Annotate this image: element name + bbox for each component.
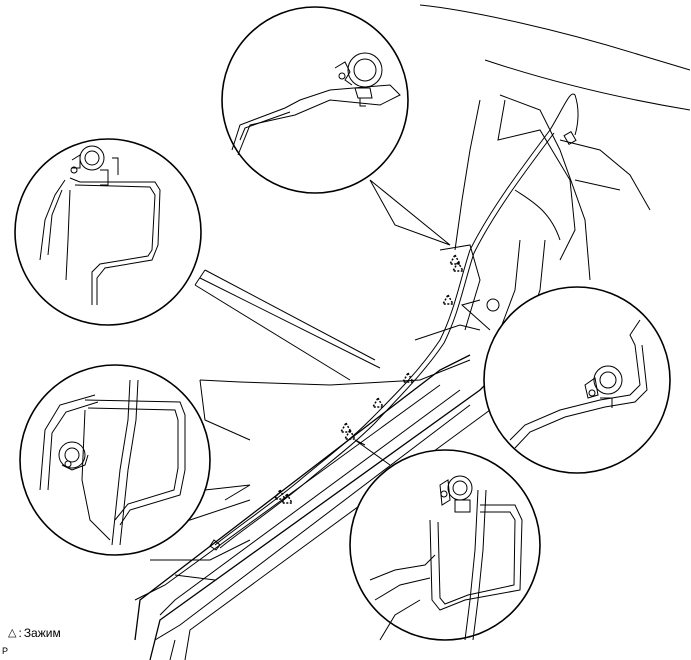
clip-marker [273,488,287,500]
clip-marker [441,293,455,305]
detail-circle-bottom-right [349,449,541,641]
figure-code: P [2,646,9,656]
clip-marker [339,421,353,433]
detail-circle-right [483,286,671,474]
detail-circle-top [221,6,409,194]
legend: △ : Зажим [8,626,61,640]
clip-marker [343,428,357,440]
clip-markers [273,253,465,504]
clip-marker [280,492,294,504]
detail-circle-bottom-left [19,364,211,556]
leader-lines [194,179,491,501]
detail-circle-left [14,138,202,326]
wire-harness [209,93,579,551]
legend-separator: : [18,626,22,640]
clip-legend-icon: △ [8,626,17,639]
clip-marker [451,260,465,272]
clip-marker [448,253,462,265]
clip-marker [401,371,415,383]
clip-marker [371,396,385,408]
legend-label: Зажим [23,626,61,640]
